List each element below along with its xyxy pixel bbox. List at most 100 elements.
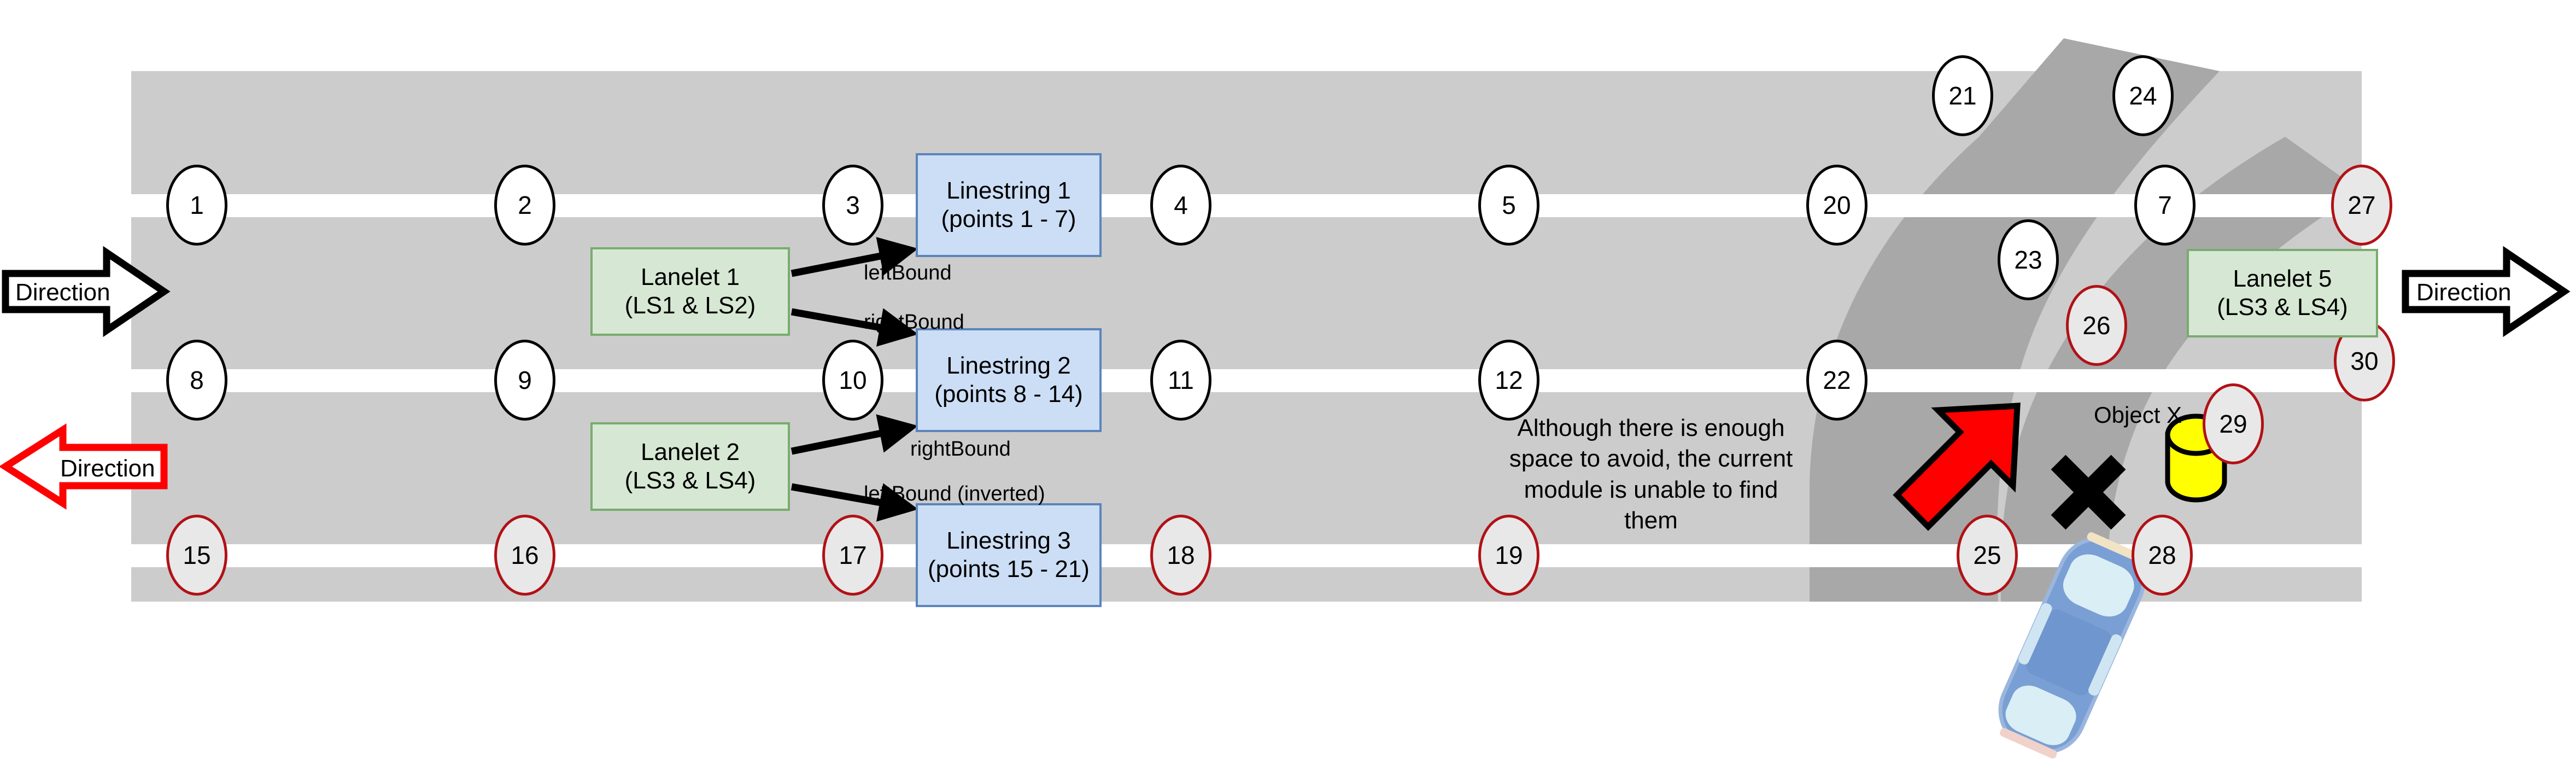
linestring-box-range: (points 15 - 21) [928, 556, 1090, 582]
node-2[interactable]: 2 [494, 165, 555, 246]
node-5[interactable]: 5 [1478, 165, 1539, 246]
node-22[interactable]: 22 [1806, 340, 1867, 421]
annotation-line: Although there is enough [1517, 415, 1785, 441]
node-9[interactable]: 9 [494, 340, 555, 421]
node-7[interactable]: 7 [2134, 165, 2196, 246]
linestring-box-2[interactable]: Linestring 2 (points 8 - 14) [916, 328, 1102, 432]
lanelet-box-bounds: (LS3 & LS4) [2217, 294, 2348, 321]
node-1[interactable]: 1 [166, 165, 227, 246]
lanelet-box-title: Lanelet 2 [640, 439, 740, 466]
linestring-box-range: (points 1 - 7) [941, 206, 1076, 232]
node-label: 9 [518, 366, 532, 394]
linestring-box-title: Linestring 1 [946, 177, 1071, 205]
node-8[interactable]: 8 [166, 340, 227, 421]
node-label: 4 [1174, 191, 1188, 219]
annotation-line: them [1624, 506, 1678, 534]
direction-label-forward-left: Direction [15, 279, 110, 306]
linestring-box-1[interactable]: Linestring 1 (points 1 - 7) [916, 153, 1102, 257]
node-23[interactable]: 23 [1998, 219, 2059, 300]
node-label: 2 [518, 191, 532, 219]
node-label: 26 [2082, 311, 2111, 340]
direction-label-reverse-left: Direction [60, 455, 155, 482]
lanelet-box-2[interactable]: Lanelet 2 (LS3 & LS4) [590, 422, 790, 511]
direction-arrow-forward-left [2, 246, 171, 337]
node-label: 20 [1823, 191, 1851, 219]
attention-arrow [1893, 403, 2021, 531]
arrow-lanelet2-leftbound [791, 483, 918, 522]
arrow-lanelet2-rightbound [791, 414, 918, 455]
node-26[interactable]: 26 [2066, 285, 2127, 366]
node-label: 7 [2158, 191, 2172, 219]
direction-arrow-reverse-left [0, 423, 168, 510]
direction-arrow-forward-right [2402, 246, 2571, 337]
node-11[interactable]: 11 [1150, 340, 1211, 421]
lane-marking-middle [131, 369, 2362, 392]
node-29[interactable]: 29 [2203, 383, 2264, 464]
annotation-line: module is unable to find [1524, 476, 1778, 503]
node-25[interactable]: 25 [1957, 515, 2018, 596]
object-x-label: Object X [2094, 402, 2182, 428]
annotation-note: Although there is enough space to avoid,… [1498, 413, 1804, 536]
lane-marking-top [131, 194, 2362, 217]
edge-label-leftbound-ls1: leftBound [864, 261, 952, 284]
cross-x-mark [2051, 455, 2126, 530]
node-label: 8 [190, 366, 204, 394]
node-18[interactable]: 18 [1150, 515, 1211, 596]
linestring-box-title: Linestring 2 [946, 352, 1071, 380]
node-label: 1 [190, 191, 204, 219]
node-12[interactable]: 12 [1478, 340, 1539, 421]
relation-arrows [791, 237, 918, 522]
ego-vehicle [1998, 532, 2146, 759]
node-label: 22 [1823, 366, 1851, 394]
node-17[interactable]: 17 [822, 515, 883, 596]
node-label: 11 [1168, 366, 1194, 394]
edge-label-leftbound-inverted-ls3: leftBound (inverted) [864, 482, 1045, 505]
node-label: 15 [183, 541, 211, 569]
edge-label-rightbound-ls2b: rightBound [910, 438, 1011, 461]
node-21[interactable]: 21 [1932, 55, 1993, 136]
node-label: 27 [2347, 191, 2376, 219]
linestring-box-title: Linestring 3 [946, 527, 1071, 555]
shoulder-curve [1810, 38, 2220, 602]
node-label: 23 [2014, 246, 2042, 274]
node-27[interactable]: 27 [2331, 165, 2392, 246]
node-label: 19 [1495, 541, 1523, 569]
node-label: 30 [2350, 347, 2379, 375]
node-label: 28 [2148, 541, 2176, 569]
node-label: 25 [1973, 541, 2001, 569]
linestring-box-3[interactable]: Linestring 3 (points 15 - 21) [916, 503, 1102, 607]
node-label: 24 [2129, 81, 2157, 110]
edge-label-rightbound-ls2: rightBound [864, 311, 964, 334]
node-label: 3 [846, 191, 860, 219]
lanelet-box-5[interactable]: Lanelet 5 (LS3 & LS4) [2187, 249, 2378, 337]
node-16[interactable]: 16 [494, 515, 555, 596]
node-24[interactable]: 24 [2112, 55, 2174, 136]
node-19[interactable]: 19 [1478, 515, 1539, 596]
node-label: 5 [1502, 191, 1516, 219]
arrow-lanelet1-leftbound [791, 237, 918, 277]
node-label: 18 [1167, 541, 1195, 569]
lanelet-box-title: Lanelet 5 [2233, 265, 2332, 293]
lane-marking-bottom [131, 544, 2362, 567]
arrow-lanelet1-rightbound [791, 308, 918, 347]
annotation-line: space to avoid, the current [1509, 445, 1793, 473]
lanelet-box-bounds: (LS3 & LS4) [624, 467, 756, 494]
node-10[interactable]: 10 [822, 340, 883, 421]
node-label: 17 [839, 541, 867, 569]
node-label: 29 [2219, 410, 2247, 438]
lanelet-box-1[interactable]: Lanelet 1 (LS1 & LS2) [590, 247, 790, 336]
node-15[interactable]: 15 [166, 515, 227, 596]
node-label: 21 [1948, 81, 1977, 110]
node-20[interactable]: 20 [1806, 165, 1867, 246]
node-4[interactable]: 4 [1150, 165, 1211, 246]
lanelet-box-bounds: (LS1 & LS2) [624, 292, 756, 319]
node-28[interactable]: 28 [2132, 515, 2193, 596]
node-label: 12 [1495, 366, 1523, 394]
node-3[interactable]: 3 [822, 165, 883, 246]
node-label: 10 [839, 366, 867, 394]
lanelet-box-title: Lanelet 1 [640, 264, 740, 291]
linestring-box-range: (points 8 - 14) [934, 381, 1083, 407]
node-label: 16 [511, 541, 539, 569]
